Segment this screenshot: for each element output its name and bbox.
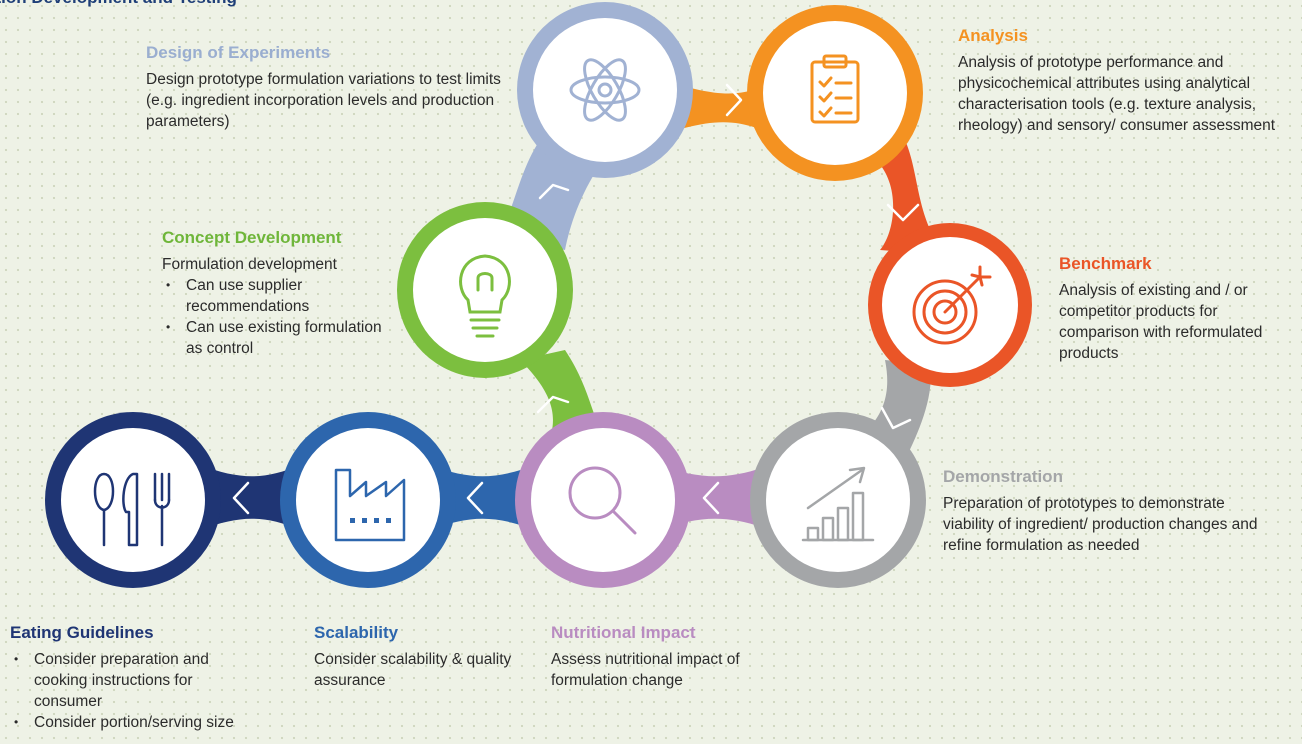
- stage-description: Analysis of existing and / or competitor…: [1059, 282, 1263, 362]
- chevron-down-icon: [886, 203, 920, 222]
- connector-nutritional-scalability: [430, 465, 535, 530]
- chevron-right-icon: [725, 83, 743, 117]
- chevron-up-icon: [538, 183, 570, 200]
- factory-icon: [334, 468, 406, 542]
- page-title: ation Development and Testing: [0, 0, 237, 8]
- bullet-item: Consider portion/serving size: [10, 712, 270, 733]
- stage-heading: Demonstration: [943, 467, 1063, 486]
- stage-concept-text: Concept Development Formulation developm…: [162, 227, 392, 359]
- stage-heading: Analysis: [958, 26, 1028, 45]
- magnifier-icon: [568, 466, 637, 535]
- stage-circle-analysis: [747, 5, 923, 181]
- stage-benchmark-text: Benchmark Analysis of existing and / or …: [1059, 253, 1289, 364]
- bullet-list: Can use supplier recommendations Can use…: [162, 275, 392, 359]
- stage-description: Consider scalability & quality assurance: [314, 651, 512, 689]
- bullet-item: Can use supplier recommendations: [162, 275, 392, 317]
- stage-heading: Benchmark: [1059, 254, 1152, 273]
- stage-heading: Scalability: [314, 623, 399, 642]
- target-icon: [912, 265, 992, 345]
- stage-circle-scalability: [280, 412, 456, 588]
- growth-chart-icon: [801, 466, 875, 542]
- stage-circle-concept-development: [397, 202, 573, 378]
- bullet-item: Can use existing formulation as control: [162, 317, 392, 359]
- connector-scalability-eating: [200, 465, 300, 530]
- stage-circle-design-of-experiments: [517, 2, 693, 178]
- chevron-left-icon: [466, 481, 484, 515]
- stage-heading: Nutritional Impact: [551, 623, 696, 642]
- stage-analysis-text: Analysis Analysis of prototype performan…: [958, 25, 1302, 136]
- flow-chevrons: [232, 83, 920, 515]
- stage-scalability-text: Scalability Consider scalability & quali…: [314, 622, 514, 691]
- chevron-down-icon: [880, 406, 912, 430]
- stage-description: Design prototype formulation variations …: [146, 71, 501, 130]
- stage-nutritional-text: Nutritional Impact Assess nutritional im…: [551, 622, 751, 691]
- chevron-left-icon: [702, 481, 720, 515]
- atom-icon: [569, 58, 641, 122]
- stage-circle-eating-guidelines: [45, 412, 221, 588]
- stage-heading: Design of Experiments: [146, 43, 331, 62]
- stage-heading: Eating Guidelines: [10, 623, 154, 642]
- chevron-up-icon: [536, 395, 570, 414]
- connector-analysis-benchmark: [860, 140, 945, 255]
- cutlery-icon: [93, 472, 171, 547]
- bullet-item: Consider preparation and cooking instruc…: [10, 649, 244, 712]
- stage-description: Assess nutritional impact of formulation…: [551, 651, 740, 689]
- stage-circle-demonstration: [750, 412, 926, 588]
- clipboard-checklist-icon: [810, 54, 860, 124]
- chevron-left-icon: [232, 481, 250, 515]
- bullet-list: Consider preparation and cooking instruc…: [10, 649, 270, 733]
- stage-demonstration-text: Demonstration Preparation of prototypes …: [943, 466, 1263, 556]
- stage-description: Formulation development: [162, 256, 337, 273]
- stage-description: Preparation of prototypes to demonstrate…: [943, 495, 1258, 554]
- stage-circle-nutritional-impact: [515, 412, 691, 588]
- lightbulb-icon: [459, 254, 511, 338]
- stage-description: Analysis of prototype performance and ph…: [958, 54, 1276, 134]
- stage-heading: Concept Development: [162, 228, 342, 247]
- stage-eating-text: Eating Guidelines Consider preparation a…: [10, 622, 270, 733]
- stage-doe-text: Design of Experiments Design prototype f…: [146, 42, 511, 132]
